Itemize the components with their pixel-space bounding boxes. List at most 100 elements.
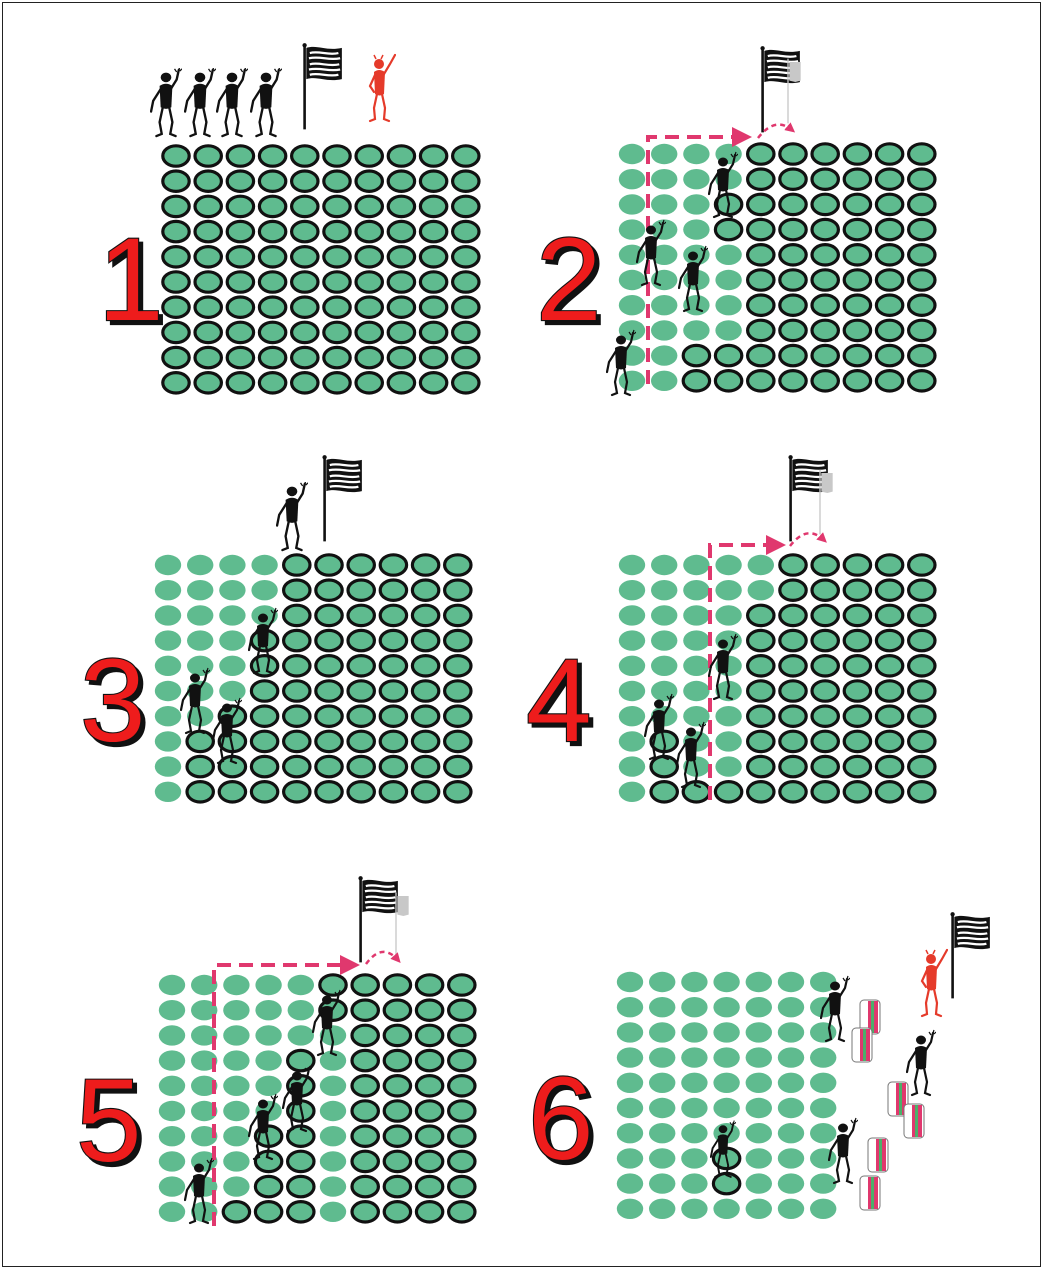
grid-cell [810,1098,836,1118]
grid-cell [348,580,374,600]
grid-cell [255,1202,281,1222]
grid-cell [356,347,382,367]
grid-cell [352,1025,378,1045]
person-icon [277,481,308,550]
svg-text:5: 5 [76,1055,142,1187]
grid-cell [223,1076,249,1096]
grid-cell [681,997,707,1017]
grid-cell [715,706,741,726]
grid-cell [619,731,645,751]
grid-cell [780,169,806,189]
grid-cell [681,1173,707,1193]
grid-cell [324,347,350,367]
ghost-flag-icon [788,59,801,124]
grid-cell [288,975,314,995]
grid-cell [227,297,253,317]
grid-cell [810,1073,836,1093]
grid-cell [416,1101,442,1121]
grid-cell [683,320,709,340]
grid-cell [163,196,189,216]
grid-cell [292,272,318,292]
grid-cell [909,656,935,676]
block-icon [860,1176,880,1210]
grid-cell [412,681,438,701]
grid-cell [619,756,645,776]
grid-cell [219,555,245,575]
grid-cell [748,580,774,600]
grid-cell [380,731,406,751]
grid-cell [617,1123,643,1143]
grid-cell [412,605,438,625]
grid-cell [780,345,806,365]
grid-cell [412,656,438,676]
grid-cell [683,371,709,391]
grid-cell [223,1000,249,1020]
grid-cell [324,196,350,216]
grid-cell [619,371,645,391]
grid-cell [651,194,677,214]
grid-cell [617,1098,643,1118]
grid-cell [384,1202,410,1222]
grid-cell [780,144,806,164]
grid-cell [909,605,935,625]
panel-4-grid [619,555,935,802]
grid-cell [259,221,285,241]
grid-cell [649,1148,675,1168]
grid-cell [909,320,935,340]
grid-cell [746,972,772,992]
grid-cell [445,681,471,701]
grid-cell [683,169,709,189]
grid-cell [380,605,406,625]
grid-cell [187,731,213,751]
grid-cell [155,605,181,625]
grid-cell [713,997,739,1017]
grid-cell [163,347,189,367]
grid-cell [380,782,406,802]
grid-cell [445,605,471,625]
grid-cell [681,1123,707,1143]
grid-cell [748,681,774,701]
grid-cell [227,247,253,267]
grid-cell [292,373,318,393]
grid-cell [155,656,181,676]
grid-cell [715,756,741,776]
grid-cell [909,371,935,391]
grid-cell [449,1076,475,1096]
grid-cell [748,371,774,391]
grid-cell [812,605,838,625]
grid-cell [324,373,350,393]
grid-cell [748,320,774,340]
grid-cell [748,605,774,625]
grid-cell [445,756,471,776]
grid-cell [251,782,277,802]
grid-cell [380,580,406,600]
grid-cell [159,1000,185,1020]
grid-cell [713,1199,739,1219]
grid-cell [453,373,479,393]
grid-cell [713,1073,739,1093]
grid-cell [288,1000,314,1020]
grid-cell [844,656,870,676]
svg-text:2: 2 [536,214,602,346]
small-arrow-icon [790,533,824,546]
grid-cell [619,630,645,650]
grid-cell [227,171,253,191]
grid-cell [320,1202,346,1222]
grid-cell [651,345,677,365]
grid-cell [746,1148,772,1168]
grid-cell [810,1123,836,1143]
grid-cell [251,731,277,751]
grid-cell [187,656,213,676]
grid-cell [681,1098,707,1118]
grid-cell [259,171,285,191]
grid-cell [746,1098,772,1118]
person-icon [251,67,282,136]
grid-cell [909,580,935,600]
grid-cell [812,345,838,365]
grid-cell [348,782,374,802]
grid-cell [445,706,471,726]
grid-cell [619,169,645,189]
grid-cell [292,196,318,216]
grid-cell [778,1123,804,1143]
panel-6-number: 6 6 [528,1053,598,1189]
